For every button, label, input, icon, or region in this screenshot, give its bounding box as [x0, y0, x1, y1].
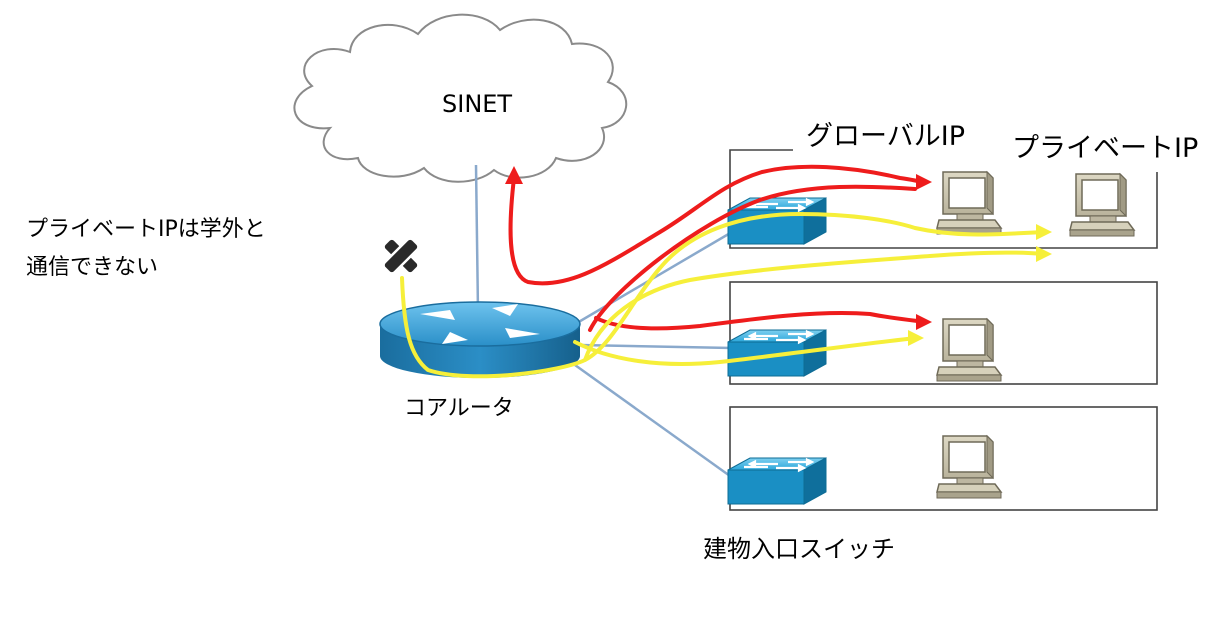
building-switch-label: 建物入口スイッチ [703, 535, 895, 563]
pc-building-2 [936, 318, 1002, 382]
building-switch-2 [726, 328, 828, 378]
building-boxes [729, 149, 1158, 511]
blocked-note-line2: 通信できない [26, 255, 159, 280]
block-x-icon [382, 237, 420, 275]
global-ip-label: グローバルIP [806, 121, 965, 152]
pc-global-ip [936, 171, 1002, 235]
global-ip-paths [508, 164, 928, 332]
private-ip-paths [400, 211, 1046, 379]
pc-private-ip [1069, 173, 1135, 237]
core-router [379, 301, 581, 378]
private-ip-label: プライベートIP [1012, 133, 1199, 164]
blocked-note-line1: プライベートIPは学外と [26, 217, 266, 242]
core-router-label: コアルータ [404, 396, 514, 421]
pc-building-3 [936, 435, 1002, 499]
sinet-label: SINET [442, 90, 513, 118]
building-switch-3 [726, 456, 828, 506]
sinet-cloud [293, 13, 628, 183]
